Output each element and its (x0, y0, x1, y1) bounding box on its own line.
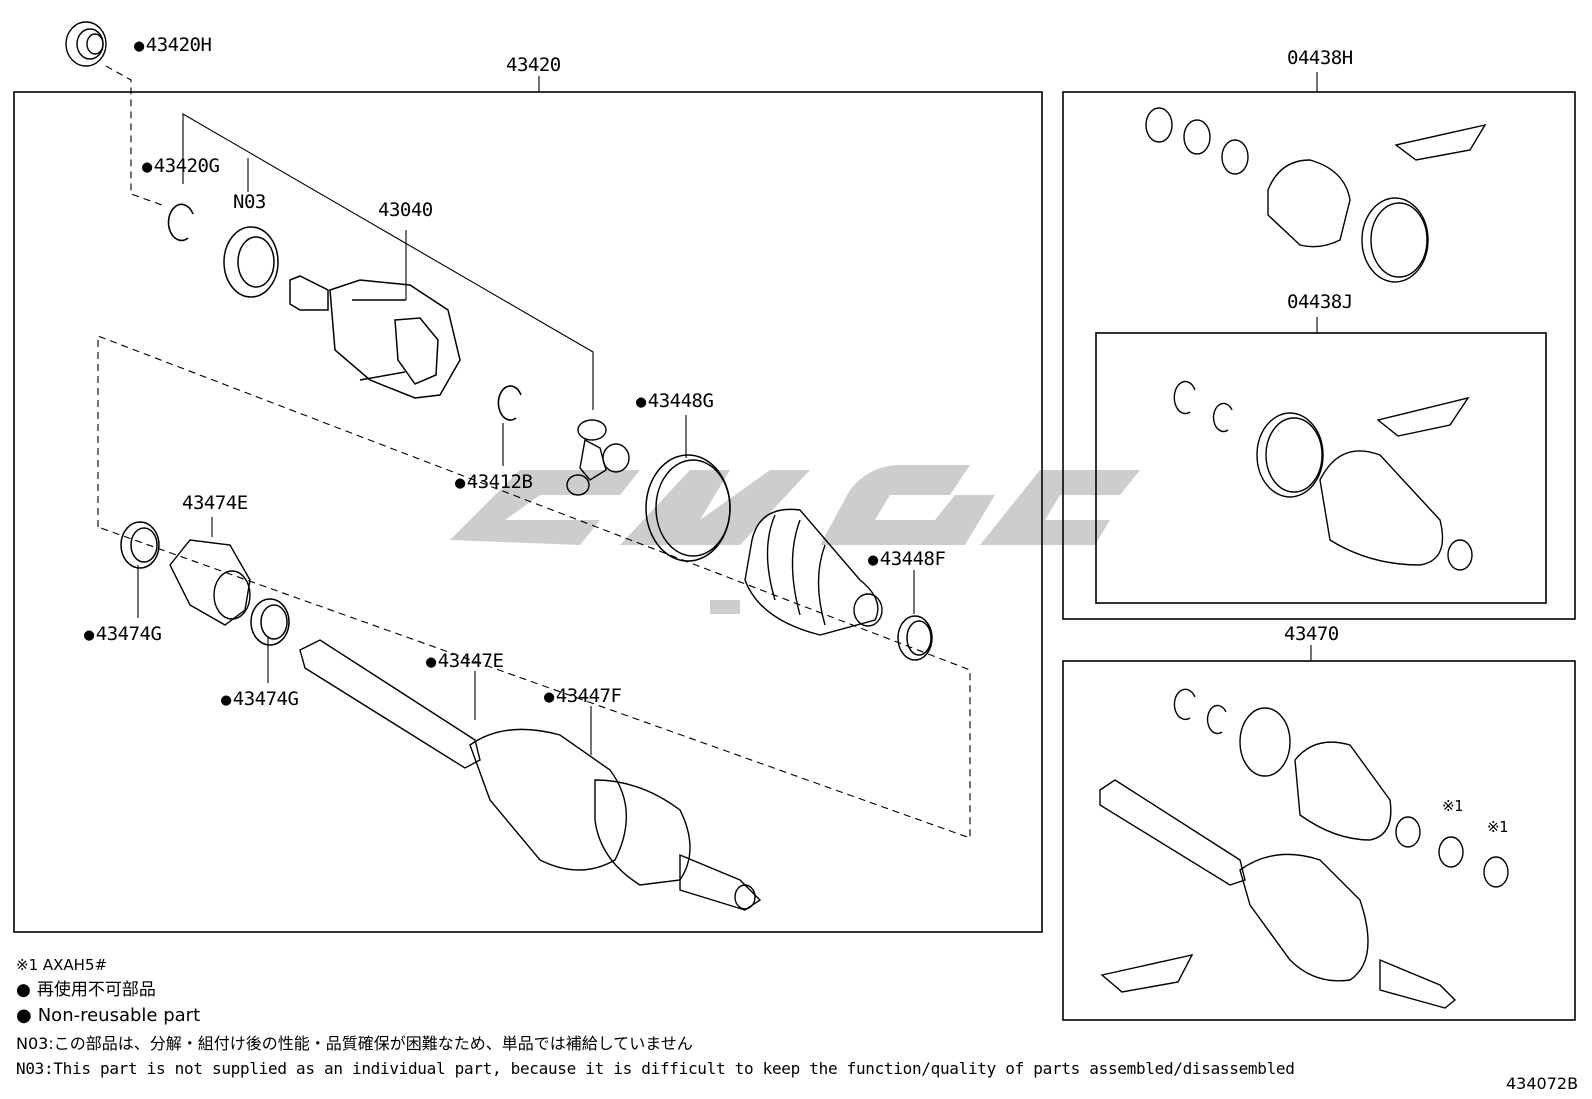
part-snap-ring-tripod (497, 385, 522, 421)
model-note: ※1 AXAH5# (16, 956, 108, 974)
callout-boot-clamp-large-inboard: 43448G (636, 391, 714, 412)
boot-kit-inner-box (1095, 332, 1547, 604)
boot-kit-outer-label: 04438H (1287, 47, 1353, 69)
part-boot-clamp-large-inboard (645, 454, 731, 562)
boot-kit-inner-label: 04438J (1287, 291, 1353, 313)
callout-snap-ring-outer: 43420G (142, 156, 220, 177)
note-mark-2: ※1 (1487, 818, 1508, 836)
part-n03-ring (223, 226, 279, 298)
part-damper-clamp-1 (120, 521, 160, 569)
shaft-assembly-box (1062, 660, 1576, 1021)
watermark-logo (450, 465, 1140, 614)
assembly-parts (1099, 688, 1509, 1009)
callout-n03: N03 (233, 191, 266, 213)
callout-inboard-joint: 43040 (378, 199, 433, 221)
frames (13, 91, 1576, 1021)
callout-snap-ring-tripod: 43412B (455, 472, 533, 493)
boot-kit-outer-box (1062, 91, 1576, 620)
callout-damper-clamp-1: 43474G (84, 624, 162, 645)
main-assembly-box (13, 91, 1043, 933)
non-reusable-jp: 再使用不可部品 (16, 980, 156, 1000)
part-inboard-boot (744, 508, 883, 636)
kit-inner-parts (1173, 380, 1473, 571)
callout-dynamic-damper: 43474E (182, 492, 248, 514)
callout-boot-clamp-small-inboard: 43448F (868, 549, 946, 570)
part-damper-clamp-2 (250, 598, 290, 646)
part-inboard-tulip (289, 275, 461, 399)
callout-outboard-clamp-large: 43447F (544, 686, 622, 707)
part-outboard-shaft (299, 639, 762, 911)
part-snap-ring-outer (167, 203, 194, 242)
part-boot-clamp-small-inboard (897, 615, 933, 661)
kit-outer-parts (1145, 107, 1487, 283)
phantom-lines (97, 65, 971, 839)
part-tripod (566, 419, 630, 496)
non-reusable-en: Non-reusable part (16, 1006, 200, 1026)
callout-oil-seal: 43420H (134, 35, 212, 56)
part-oil-seal (65, 21, 107, 67)
callout-damper-clamp-2: 43474G (221, 689, 299, 710)
callout-outboard-clamp-small: 43447E (426, 651, 504, 672)
n03-note-en: N03:This part is not supplied as an indi… (16, 1059, 1295, 1078)
note-mark-1: ※1 (1442, 797, 1463, 815)
n03-note-jp: N03:この部品は、分解・組付け後の性能・品質確保が困難なため、単品では補給して… (16, 1034, 693, 1053)
part-dynamic-damper (169, 539, 251, 626)
main-box-label: 43420 (506, 54, 561, 76)
shaft-assembly-label: 43470 (1284, 623, 1339, 645)
leader-lines (137, 72, 1318, 755)
figure-id: 434072B (1506, 1074, 1579, 1093)
